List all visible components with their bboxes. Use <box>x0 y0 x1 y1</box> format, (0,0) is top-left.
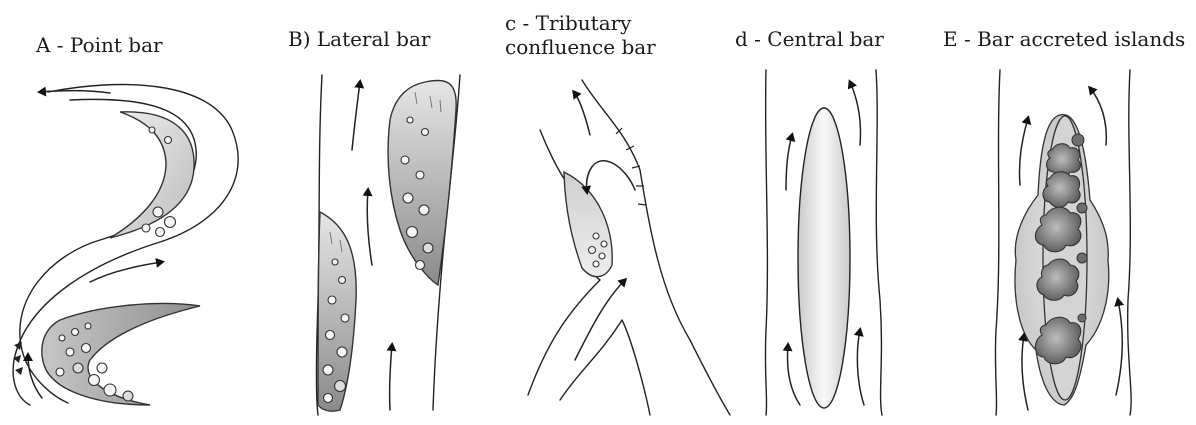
flow-arrow <box>788 345 801 405</box>
flow-arrow <box>857 330 864 405</box>
flow-arrow <box>1019 118 1028 185</box>
flow-arrow <box>586 161 635 192</box>
flow-arrow <box>1022 335 1028 410</box>
panel-c-title: c - Tributary confluence bar <box>505 11 685 59</box>
cutbank-ticks <box>616 128 646 205</box>
main-channel-bank-left <box>540 130 565 180</box>
flow-arrow <box>575 280 625 360</box>
channel-bank-right <box>876 70 882 415</box>
panel-a-title: A - Point bar <box>36 33 163 57</box>
channel-bank-right <box>1128 70 1131 415</box>
flow-arrow <box>40 91 110 93</box>
tributary-bank-lower <box>560 320 650 415</box>
flow-arrow <box>367 190 372 265</box>
flow-arrow <box>786 135 792 190</box>
panel-b-title: B) Lateral bar <box>288 27 430 51</box>
flow-arrow <box>850 82 861 145</box>
flow-arrow <box>352 82 360 150</box>
channel-bank-left <box>995 70 1000 415</box>
central-bar <box>798 108 850 408</box>
flow-arrow <box>390 345 392 410</box>
lateral-bar-right <box>388 80 456 285</box>
panel-b-lateral-bar-diagram <box>317 75 461 415</box>
panel-d-title: d - Central bar <box>735 27 884 51</box>
confluence-bar <box>564 172 612 277</box>
panel-e-title: E - Bar accreted islands <box>943 27 1185 51</box>
panel-e-accreted-islands-diagram <box>995 70 1131 415</box>
flow-arrow <box>574 92 590 135</box>
panel-c-confluence-bar-diagram <box>528 80 730 415</box>
channel-bank-left <box>765 70 767 415</box>
panel-a-point-bar-diagram <box>13 85 238 405</box>
flow-arrow <box>1116 300 1122 395</box>
panel-d-central-bar-diagram <box>765 70 882 415</box>
flow-arrow <box>1090 88 1106 145</box>
point-bar-lower <box>42 304 200 405</box>
